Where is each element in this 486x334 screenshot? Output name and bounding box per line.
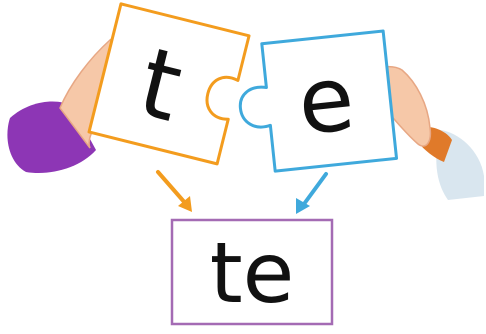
puzzle-piece-right: e [238,29,399,173]
arrow-down-left-icon [156,170,192,212]
result-word: te [210,224,295,322]
result-box: te [170,218,334,326]
arrow-down-right-icon [296,172,328,214]
right-piece-letter: e [293,46,359,156]
puzzle-piece-left: t [87,2,251,166]
